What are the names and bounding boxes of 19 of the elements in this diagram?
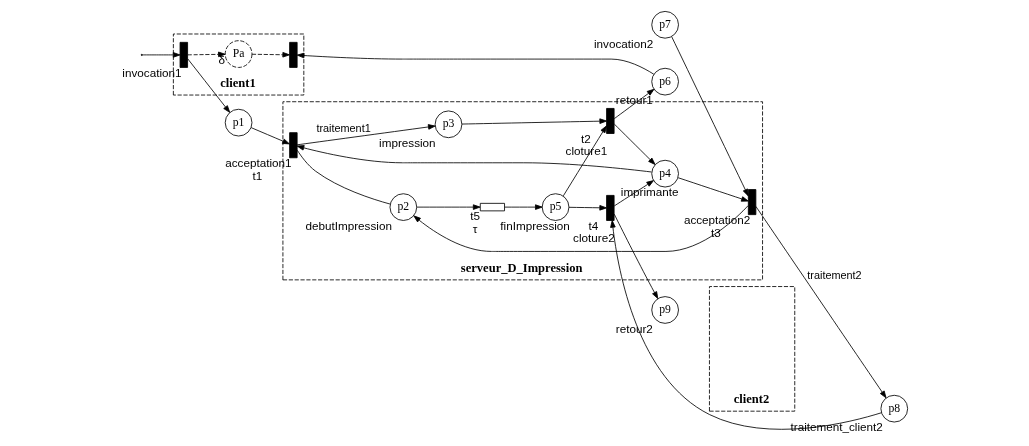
node-label: cloture1 — [565, 144, 607, 158]
node-label: impression — [378, 136, 436, 150]
node-label: t4 — [588, 218, 598, 232]
node-label: t5 — [469, 209, 480, 223]
node-label: t1 — [251, 168, 262, 182]
node-label: δ — [218, 53, 225, 67]
node-label: invocation1 — [121, 65, 181, 79]
node-label: t2 — [580, 131, 591, 145]
edge-label: traitement2 — [806, 268, 862, 281]
node-label: cloture2 — [572, 231, 615, 245]
node-label: debutImpression — [305, 218, 392, 232]
node-label: invocation2 — [593, 36, 653, 50]
node-label: acceptation1 — [224, 156, 291, 170]
node-label: acceptation2 — [683, 213, 750, 226]
node-label: τ — [472, 221, 477, 235]
node-label: traitement_client2 — [790, 420, 883, 434]
edge-label: traitement1 — [315, 122, 371, 135]
node-label: finImpression — [499, 218, 570, 232]
node-label: retour2 — [615, 321, 653, 335]
